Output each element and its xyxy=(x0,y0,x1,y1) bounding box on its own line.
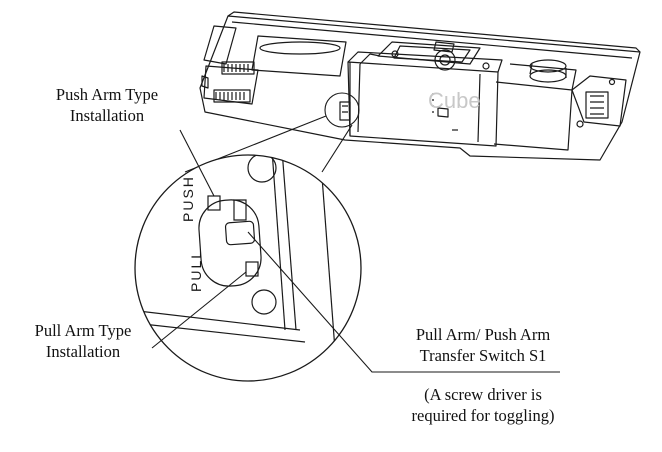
right-motor xyxy=(493,59,577,151)
switch-slot xyxy=(198,199,262,287)
pull-arm-label: Pull Arm Type Installation xyxy=(8,320,158,362)
source-highlight-circle xyxy=(324,92,360,128)
switch-leader-line xyxy=(247,231,560,373)
toggle-note-line2: required for toggling) xyxy=(411,406,555,425)
toggle-note-line1: (A screw driver is xyxy=(424,385,542,404)
push-marking: PUSH xyxy=(180,175,196,222)
switch-toggle xyxy=(224,220,256,246)
transfer-switch-label: Pull Arm/ Push Arm Transfer Switch S1 xyxy=(388,324,578,366)
left-terminal-block xyxy=(201,61,255,103)
push-arm-label: Push Arm Type Installation xyxy=(32,84,182,126)
right-terminal-block xyxy=(571,75,627,128)
center-housing xyxy=(339,41,503,147)
push-arm-label-line1: Push Arm Type xyxy=(55,85,159,104)
pull-leader-line xyxy=(151,271,247,349)
push-arm-label-line2: Installation xyxy=(69,106,145,125)
toggle-note: (A screw driver is required for toggling… xyxy=(388,384,578,426)
pull-marking: PULL xyxy=(188,249,204,292)
door-closer-unit xyxy=(199,11,641,161)
magnified-detail: PUSH PULL xyxy=(134,154,362,382)
push-leader-line xyxy=(179,129,215,197)
pull-indicator-square xyxy=(245,261,259,277)
transfer-switch-label-line2: Transfer Switch S1 xyxy=(419,346,547,365)
pull-arm-label-line1: Pull Arm Type xyxy=(34,321,132,340)
watermark-text: Cube xyxy=(428,88,481,113)
transfer-switch-label-line1: Pull Arm/ Push Arm xyxy=(415,325,551,344)
callout-leaders xyxy=(151,129,560,373)
pull-arm-label-line2: Installation xyxy=(45,342,121,361)
